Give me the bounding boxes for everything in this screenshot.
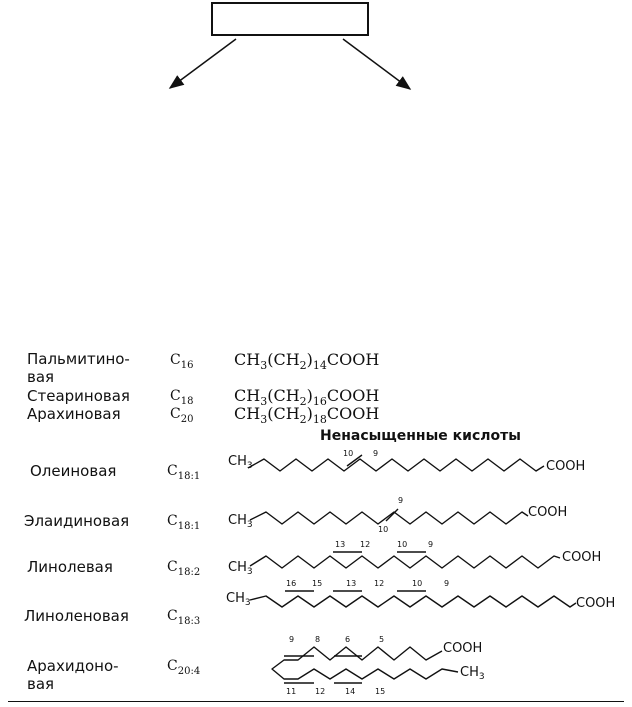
acid-name-elaidic: Элаидиновая: [24, 512, 130, 530]
arachidonic-num-15: 15: [375, 687, 385, 696]
acid-code-arachidic: C20: [170, 406, 194, 425]
linolenic-num-10: 10: [412, 579, 422, 588]
arachidonic-num-6: 6: [345, 635, 350, 644]
oleic-chain: [247, 454, 545, 472]
acid-name-stearic: Стеариновая: [27, 387, 130, 405]
oleic-num-10: 10: [343, 449, 353, 458]
linoleic-num-10: 10: [397, 540, 407, 549]
arachidonic-cooh: COOH: [443, 641, 482, 656]
acid-name-arachidonic-1: Арахидоно-: [27, 657, 119, 675]
left-arrow: [168, 38, 237, 89]
linolenic-ch3: CH3: [226, 591, 251, 608]
linoleic-chain: [249, 551, 561, 569]
linoleic-num-9: 9: [428, 540, 433, 549]
arachidonic-ch3: CH3: [460, 665, 485, 682]
elaidic-cooh: COOH: [528, 505, 567, 520]
unsaturated-heading: Ненасыщенные кислоты: [320, 428, 521, 444]
acid-code-palmitic: C16: [170, 352, 194, 371]
acid-name-arachidic: Арахиновая: [27, 405, 121, 423]
elaidic-chain: [249, 508, 529, 525]
acid-name-linolenic: Линоленовая: [24, 607, 129, 625]
formula-arachidic: CH3(CH2)18COOH: [234, 404, 380, 427]
acid-code-stearic: C18: [170, 388, 194, 407]
acid-name-oleic: Олеиновая: [30, 462, 117, 480]
linoleic-num-12: 12: [360, 540, 370, 549]
oleic-cooh: COOH: [546, 459, 585, 474]
acid-code-oleic: C18:1: [167, 463, 201, 482]
linolenic-chain: [249, 590, 577, 608]
acid-name-palmitic-1: Пальмитино-: [27, 350, 130, 368]
formula-stearic: CH3(CH2)16COOH: [234, 386, 380, 409]
elaidic-num-9: 9: [398, 496, 403, 505]
right-arrow: [342, 38, 412, 90]
linoleic-num-13: 13: [335, 540, 345, 549]
acid-name-palmitic-2: вая: [27, 368, 55, 386]
arachidonic-num-11: 11: [286, 687, 296, 696]
acid-name-arachidonic-2: вая: [27, 675, 55, 693]
elaidic-num-10: 10: [378, 525, 388, 534]
code-sub: 16: [180, 359, 194, 371]
acid-code-linoleic: C18:2: [167, 559, 201, 578]
bottom-rule: [8, 701, 624, 702]
oleic-num-9: 9: [373, 449, 378, 458]
arachidonic-num-8: 8: [315, 635, 320, 644]
acid-code-linolenic: C18:3: [167, 608, 201, 627]
linolenic-num-16: 16: [286, 579, 296, 588]
arachidonic-num-9: 9: [289, 635, 294, 644]
elaidic-ch3: CH3: [228, 513, 253, 530]
linolenic-num-9: 9: [444, 579, 449, 588]
arachidonic-chain: [271, 646, 459, 684]
top-box: [211, 2, 369, 36]
oleic-ch3: CH3: [228, 454, 253, 471]
linoleic-ch3: CH3: [228, 560, 253, 577]
arachidonic-num-5: 5: [379, 635, 384, 644]
linolenic-num-13: 13: [346, 579, 356, 588]
acid-code-arachidonic: C20:4: [167, 658, 201, 677]
linolenic-cooh: COOH: [576, 596, 615, 611]
formula-palmitic: CH3(CH2)14COOH: [234, 350, 380, 373]
arachidonic-num-14: 14: [345, 687, 355, 696]
linoleic-cooh: COOH: [562, 550, 601, 565]
acid-name-linoleic: Линолевая: [27, 558, 113, 576]
linolenic-num-15: 15: [312, 579, 322, 588]
linolenic-num-12: 12: [374, 579, 384, 588]
arachidonic-num-12: 12: [315, 687, 325, 696]
acid-code-elaidic: C18:1: [167, 513, 201, 532]
